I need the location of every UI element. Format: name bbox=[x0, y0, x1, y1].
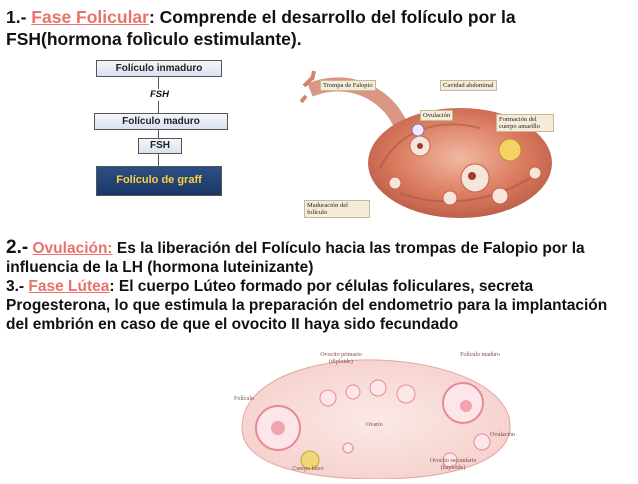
p1-text: : Comprende el desarrollo del folículo p… bbox=[6, 7, 516, 49]
p3-term: Fase Lútea bbox=[28, 278, 110, 295]
ovary-illustration-bottom: Ovocito primario (diploide) Folículo mad… bbox=[228, 348, 520, 480]
ovary-drawing-top bbox=[299, 70, 552, 218]
flowchart-box-foliculo-maduro: Folículo maduro bbox=[94, 113, 228, 130]
flowchart-connector bbox=[158, 154, 159, 166]
label-cuerpo-luteo: Cuerpo lúteo bbox=[292, 466, 324, 472]
p2-text: Es la liberación del Folículo hacia las … bbox=[6, 240, 585, 276]
label-maduracion: Maduración del folículo bbox=[304, 200, 370, 218]
ovary-drawing-bottom bbox=[241, 359, 511, 480]
label-ovulacion-bottom: Ovulación bbox=[490, 432, 515, 438]
flowchart-box-foliculo-inmaduro: Folículo inmaduro bbox=[96, 60, 222, 77]
label-ovocito-secundario: Ovocito secundario (haploide) bbox=[429, 458, 477, 471]
flowchart-box-fsh: FSH bbox=[138, 138, 182, 154]
label-foliculo-maduro: Folículo maduro bbox=[460, 352, 500, 358]
flowchart-label-fsh-1: FSH bbox=[150, 89, 169, 100]
flowchart-box-foliculo-de-graff: Folículo de graff bbox=[96, 166, 222, 196]
ovary-illustration-top: Trompa de Falopio Cavidad abdominal Ovul… bbox=[299, 68, 560, 228]
p2-num: 2.- bbox=[6, 237, 29, 258]
p2-term: Ovulación: bbox=[32, 240, 113, 257]
p3-text: : El cuerpo Lúteo formado por células fo… bbox=[6, 278, 608, 333]
flowchart-connector bbox=[158, 101, 159, 113]
p3-prefix: 3.- bbox=[6, 278, 29, 295]
p1-term: Fase Folicular bbox=[31, 7, 149, 27]
label-ovocito-primario: Ovocito primario (diploide) bbox=[320, 352, 362, 365]
label-ovulacion-top: Ovulación bbox=[420, 110, 454, 121]
flowchart-connector bbox=[158, 77, 159, 89]
label-trompa: Trompa de Falopio bbox=[320, 80, 376, 91]
paragraph-fase-folicular: 1.- Fase Folicular: Comprende el desarro… bbox=[6, 6, 632, 50]
label-formacion: Formación del cuerpo amarillo bbox=[496, 114, 554, 132]
label-ovario: Ovario bbox=[366, 422, 383, 428]
label-foliculo: Folículo bbox=[234, 396, 255, 402]
p1-prefix: 1.- bbox=[6, 7, 32, 27]
paragraph-ovulacion-lutea: 2.- Ovulación: Es la liberación del Folí… bbox=[6, 238, 632, 334]
label-cavidad: Cavidad abdominal bbox=[440, 80, 497, 91]
flowchart-connector bbox=[158, 130, 159, 138]
